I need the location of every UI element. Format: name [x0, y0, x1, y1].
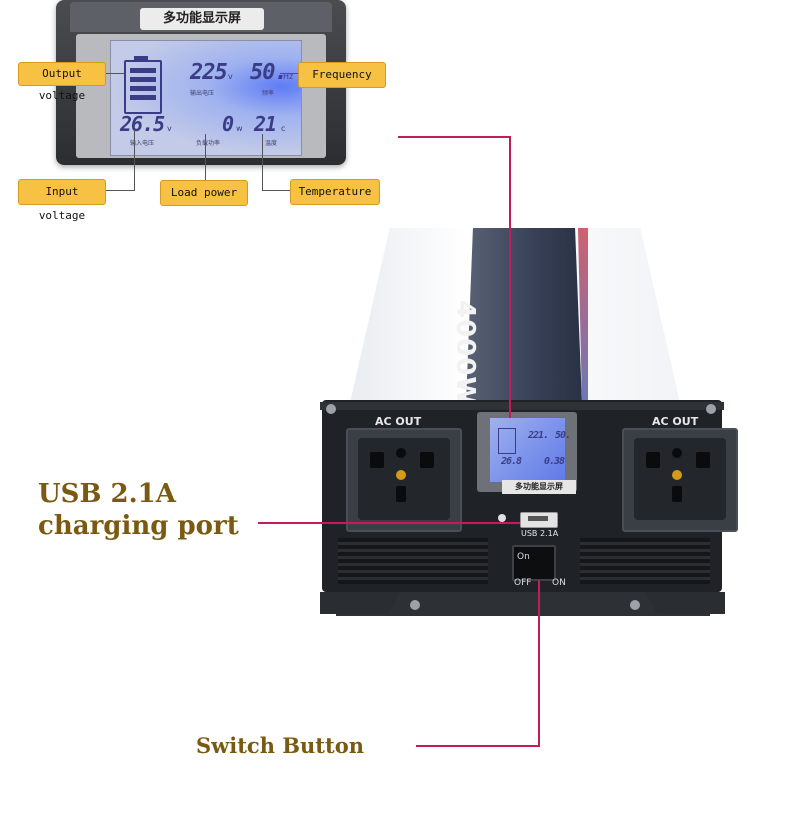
callout-line-display-h [398, 136, 510, 138]
callout-line-input-voltage-v [134, 130, 135, 190]
mini-lcd-power: 0.38 [544, 456, 565, 467]
socket-right-indicator [672, 470, 682, 480]
load-power-unit: w [236, 124, 243, 133]
temperature-sub: 温度 [265, 140, 278, 147]
inverter-label-accent [578, 228, 588, 403]
mini-lcd-input: 26.8 [501, 456, 522, 467]
socket-left-hole-ground [396, 486, 406, 502]
callout-line-switch-v [538, 580, 540, 746]
usb-indicator-led [498, 514, 506, 522]
usb-label-line1: USB 2.1A [38, 479, 176, 509]
socket-right-hole-a [646, 452, 660, 468]
ac-out-label-left: AC OUT [375, 415, 422, 428]
callout-frequency: Frequency [298, 62, 386, 88]
lcd-display-title: 多功能显示屏 [140, 8, 264, 30]
load-power-sub: 负载功率 [196, 140, 221, 147]
socket-left-indicator [396, 470, 406, 480]
callout-line-input-voltage-h [104, 190, 135, 191]
input-voltage-value: 26.5 [120, 112, 165, 136]
output-voltage-unit: v [228, 72, 233, 81]
callout-line-display-v [509, 136, 511, 418]
socket-left-hole-b [420, 452, 434, 468]
vents-right [580, 538, 710, 584]
battery-cap-icon [134, 56, 148, 60]
switch-button-label: Switch Button [196, 733, 364, 758]
inverter-foot-right [645, 592, 725, 614]
callout-temperature: Temperature [290, 179, 380, 205]
switch-on-label: ON [552, 578, 566, 588]
inverter-foot-left [320, 592, 400, 614]
callout-output-voltage: Output voltage [18, 62, 106, 102]
callout-input-voltage: Input voltage [18, 179, 106, 222]
callout-line-output-voltage [104, 73, 124, 74]
load-power-value: 0 [222, 112, 234, 136]
callout-line-temperature-v [262, 134, 263, 190]
callout-line-frequency [280, 73, 302, 74]
frequency-sub: 频率 [262, 90, 275, 97]
input-voltage-sub: 输入电压 [130, 140, 155, 147]
temperature-value: 21 [254, 112, 277, 136]
mini-lcd-voltage: 221. [528, 430, 549, 441]
screw-bottom-left [410, 600, 420, 610]
inverter-label-strip [466, 228, 582, 403]
usb-label-line2: charging port [38, 511, 239, 541]
socket-left-hole-c [396, 448, 406, 458]
screw-top-left [326, 404, 336, 414]
screw-top-right [706, 404, 716, 414]
switch-off-label: OFF [514, 578, 532, 588]
inverter-wattage-label: 4000W [450, 300, 480, 407]
battery-icon [124, 60, 162, 114]
callout-line-usb [258, 522, 520, 524]
power-switch[interactable] [512, 545, 556, 581]
callout-line-switch-h [416, 745, 540, 747]
inverter-top-rail [320, 402, 724, 410]
callout-line-load-power [205, 134, 206, 180]
callout-load-power: Load power [160, 180, 248, 206]
power-switch-on-text: On [517, 552, 530, 562]
ac-out-label-right: AC OUT [652, 415, 699, 428]
frequency-value: 50. [250, 60, 288, 85]
usb-port-label: USB 2.1A [521, 529, 559, 538]
temperature-unit: c [281, 124, 286, 133]
callout-line-temperature-h [262, 190, 292, 191]
socket-right-hole-ground [672, 486, 682, 502]
input-voltage-unit: v [167, 124, 172, 133]
mini-lcd-badge: 多功能显示屏 [502, 480, 576, 494]
output-voltage-sub: 输出电压 [190, 90, 215, 97]
socket-left-hole-a [370, 452, 384, 468]
screw-bottom-right [630, 600, 640, 610]
usb-port-slot [528, 516, 548, 521]
output-voltage-value: 225 [190, 60, 228, 85]
socket-right-hole-b [696, 452, 710, 468]
socket-right-hole-c [672, 448, 682, 458]
mini-lcd-battery-icon [498, 428, 516, 454]
vents-left [338, 538, 488, 584]
mini-lcd-frequency: 50. [555, 430, 571, 441]
frequency-unit: Hz [283, 72, 294, 81]
